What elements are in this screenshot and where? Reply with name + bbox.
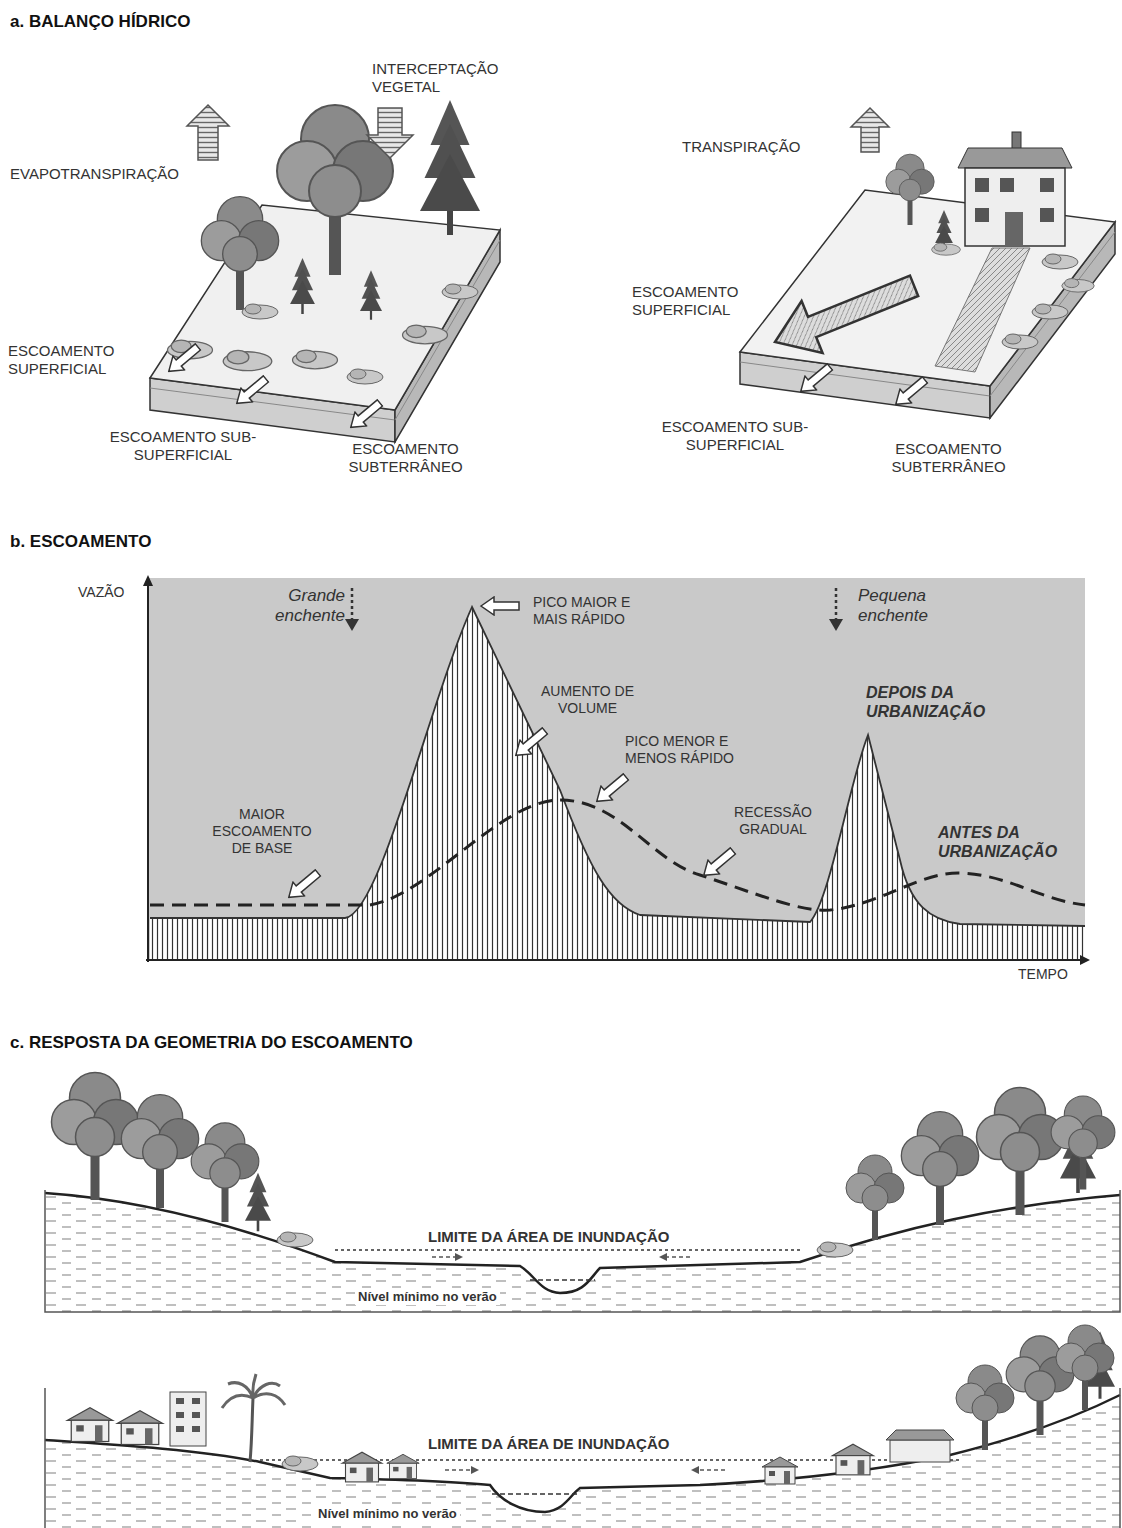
urban-cross-section [45,1325,1120,1528]
curve-annotation: AUMENTO DE VOLUME [530,683,645,717]
flux-label: INTERCEPTAÇÃO VEGETAL [372,60,537,96]
flux-label: ESCOAMENTO SUB-SUPERFICIAL [640,418,830,454]
runoff-arrows [163,340,931,434]
flux-label: ESCOAMENTO SUPERFICIAL [632,283,772,319]
axis-label: VAZÃO [78,584,124,601]
curve-label: ANTES DA URBANIZAÇÃO [938,823,1083,861]
flux-label: ESCOAMENTO SUB-SUPERFICIAL [88,428,278,464]
flood-limit-label: LIMITE DA ÁREA DE INUNDAÇÃO [425,1228,672,1246]
curve-annotation: PICO MENOR E MENOS RÁPIDO [625,733,763,767]
flux-label: ESCOAMENTO SUBTERRÂNEO [323,440,488,476]
event-label: Pequena enchente [858,586,958,627]
event-label: Grande enchente [240,586,345,627]
water-level-label: Nível mínimo no verão [315,1506,460,1522]
hydrograph [143,575,1090,965]
flux-label: EVAPOTRANSPIRAÇÃO [10,165,179,183]
flux-label: ESCOAMENTO SUPERFICIAL [8,342,146,378]
flux-label: ESCOAMENTO SUBTERRÂNEO [866,440,1031,476]
flood-limit-label: LIMITE DA ÁREA DE INUNDAÇÃO [425,1435,672,1453]
curve-annotation: RECESSÃO GRADUAL [718,804,828,838]
section-heading: a. BALANÇO HÍDRICO [10,12,190,32]
forest-block [150,100,500,442]
flux-label: TRANSPIRAÇÃO [682,138,800,156]
curve-annotation: PICO MAIOR E MAIS RÁPIDO [533,594,663,628]
section-heading: b. ESCOAMENTO [10,532,151,552]
water-level-label: Nível mínimo no verão [355,1289,500,1305]
water-flux-arrows [187,105,889,160]
curve-label: DEPOIS DA URBANIZAÇÃO [866,683,1016,721]
section-heading: c. RESPOSTA DA GEOMETRIA DO ESCOAMENTO [10,1033,413,1053]
axis-label: TEMPO [1018,966,1068,983]
curve-annotation: MAIOR ESCOAMENTO DE BASE [207,806,317,856]
natural-cross-section [45,1073,1120,1313]
urban-block [740,132,1115,418]
